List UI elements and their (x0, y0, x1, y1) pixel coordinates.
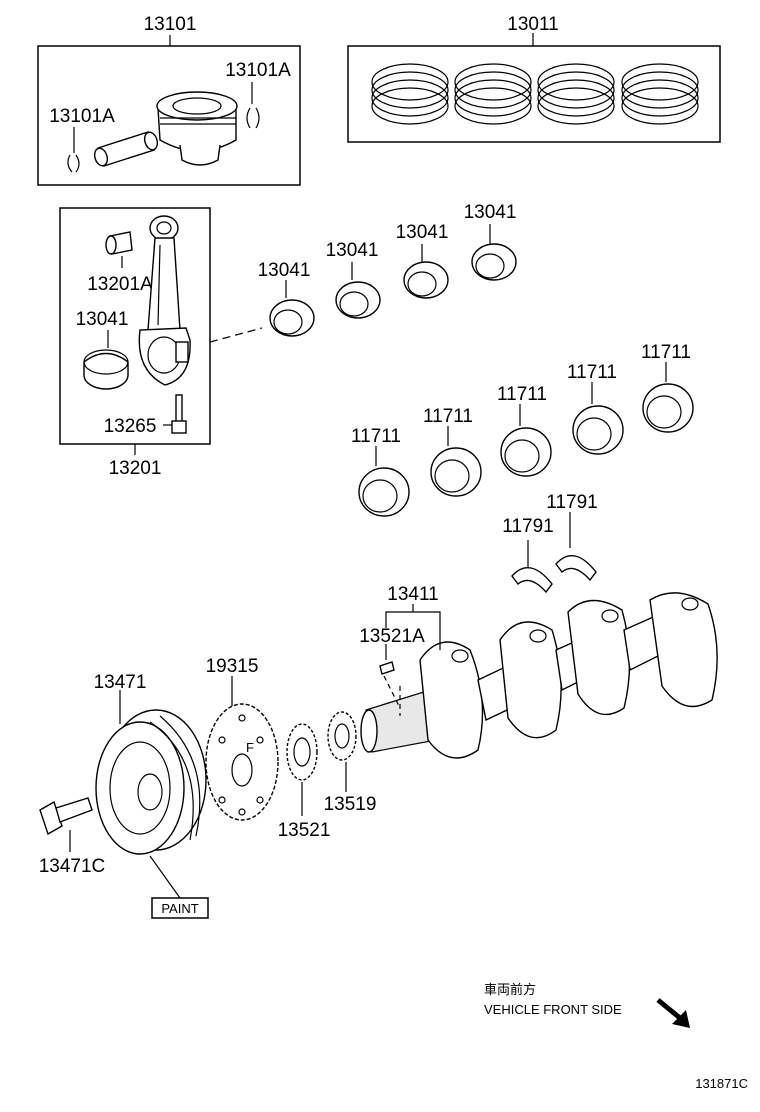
vehicle-front-indicator: 車両前方 VEHICLE FRONT SIDE (484, 982, 690, 1028)
label-13041-4[interactable]: 13041 (464, 202, 517, 223)
label-13411[interactable]: 13411 (387, 584, 438, 605)
pulley-bolt-icon (39, 797, 93, 836)
label-13041-1[interactable]: 13041 (258, 260, 311, 281)
crank-pulley-group: 13471 PAINT (94, 672, 209, 919)
label-13041-3[interactable]: 13041 (396, 222, 449, 243)
label-11791-1[interactable]: 11791 (502, 516, 553, 537)
paint-note[interactable]: PAINT (161, 901, 198, 916)
arrow-down-right-icon (656, 998, 690, 1028)
thrust-washer-1-icon (511, 567, 553, 594)
label-13101a-right[interactable]: 13101A (225, 60, 291, 81)
snap-ring-right-icon (246, 107, 260, 129)
label-11711-4[interactable]: 11711 (567, 362, 617, 383)
rod-bearing-4-icon (471, 243, 517, 281)
main-bearing-2-icon (430, 447, 482, 497)
label-13519[interactable]: 13519 (324, 794, 377, 815)
main-bearings-row: 11711 11711 11711 11711 11711 (351, 342, 694, 517)
crank-key-icon (379, 661, 395, 675)
main-bearing-3-icon (500, 427, 552, 477)
crankshaft-group: 13411 13521A (359, 584, 718, 759)
piston-pin-icon (93, 131, 159, 167)
rod-bearing-3-icon (403, 261, 449, 299)
label-13265[interactable]: 13265 (104, 416, 157, 437)
label-13041-inner[interactable]: 13041 (76, 309, 129, 330)
rod-bolt-icon (171, 394, 187, 434)
connecting-rod-icon (138, 215, 191, 386)
label-13201[interactable]: 13201 (109, 458, 162, 479)
crankshaft-icon (360, 592, 718, 759)
rod-bearing-1-icon (269, 299, 315, 337)
pulley-bolt-group: 13471C (39, 797, 106, 877)
rod-bushing-icon (105, 231, 133, 255)
label-19315[interactable]: 19315 (206, 656, 259, 677)
label-13471c[interactable]: 13471C (39, 856, 106, 877)
label-13101a-left[interactable]: 13101A (49, 106, 115, 127)
label-11711-3[interactable]: 11711 (497, 384, 547, 405)
label-11711-1[interactable]: 11711 (351, 426, 401, 447)
piston-ring-set-group: 13011 (347, 14, 721, 143)
main-bearing-5-icon (642, 383, 694, 433)
rod-bearing-inner-icon (83, 349, 129, 390)
label-13471[interactable]: 13471 (94, 672, 147, 693)
piston-assembly-group: 13101 13101A 13101A (37, 14, 301, 186)
label-11711-5[interactable]: 11711 (641, 342, 691, 363)
front-label-en: VEHICLE FRONT SIDE (484, 1002, 622, 1017)
label-11711-2[interactable]: 11711 (423, 406, 473, 427)
crank-sprocket-group: 13521 (278, 723, 331, 841)
label-13521[interactable]: 13521 (278, 820, 331, 841)
thrust-washer-2-icon (555, 555, 597, 582)
thrust-washers: 11791 11791 (502, 492, 598, 594)
label-11791-2[interactable]: 11791 (546, 492, 597, 513)
main-bearing-4-icon (572, 405, 624, 455)
diagram-id: 131871C (695, 1076, 748, 1091)
crank-sprocket-icon (286, 723, 318, 781)
svg-text:F: F (246, 740, 254, 755)
label-13201a[interactable]: 13201A (87, 274, 153, 295)
main-bearing-1-icon (358, 467, 410, 517)
piston-rings-icon (371, 63, 699, 125)
label-13521a[interactable]: 13521A (359, 626, 425, 647)
rod-bearings-row: 13041 13041 13041 13041 (258, 202, 517, 337)
label-13101[interactable]: 13101 (144, 14, 197, 35)
label-13011[interactable]: 13011 (507, 14, 558, 35)
oil-pump-sprocket-icon (327, 711, 357, 761)
label-13041-2[interactable]: 13041 (326, 240, 379, 261)
snap-ring-left-icon (67, 154, 80, 173)
timing-plate-group: F 19315 (205, 656, 279, 821)
oil-pump-sprocket-group: 13519 (324, 711, 377, 815)
rod-bearing-2-icon (335, 281, 381, 319)
crank-pulley-icon (95, 709, 207, 855)
timing-plate-icon: F (205, 703, 279, 821)
front-label-jp: 車両前方 (484, 982, 536, 997)
piston-icon (156, 91, 238, 166)
connecting-rod-group: 13201 13201A 13265 (59, 207, 211, 479)
